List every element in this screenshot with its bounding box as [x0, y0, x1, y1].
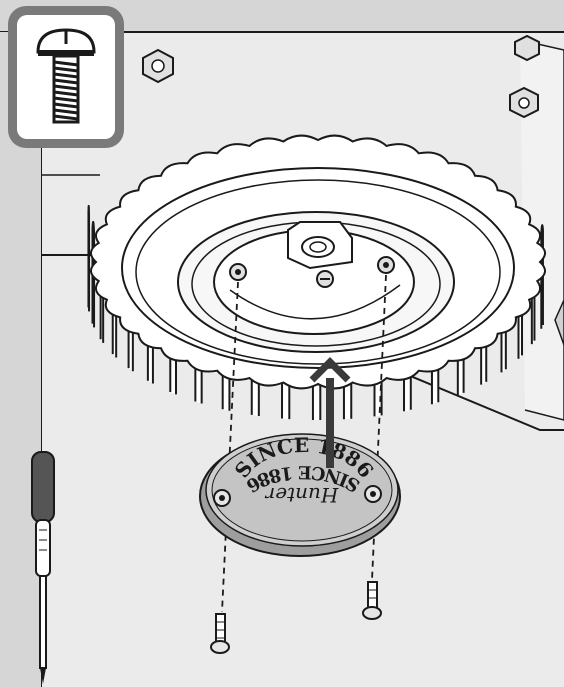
cooling-fin [88, 206, 89, 311]
hex-nut-right [510, 88, 538, 117]
hex-nut-left [143, 50, 173, 82]
hex-nut-top [515, 36, 539, 60]
motor-housing-rings [122, 168, 514, 368]
cap-brand-logo: Hunter [264, 483, 339, 507]
